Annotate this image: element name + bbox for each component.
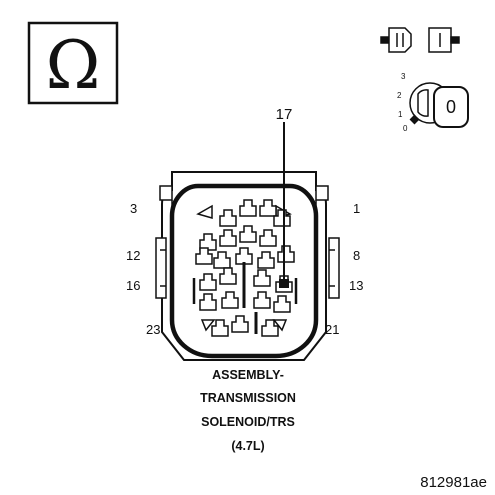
figure-id: 812981ae [420,474,487,491]
ignition-key-icon: 0 3 2 1 0 [397,72,469,133]
ignition-position-2: 2 [397,91,402,100]
ohm-icon: Ω [27,21,119,105]
pin-label-21: 21 [325,322,339,337]
terminal-row-2 [199,209,291,251]
pin-label-23: 23 [146,322,160,337]
pin-label-13: 13 [349,278,363,293]
ignition-position-1: 1 [398,110,403,119]
pin-17-cavity [279,279,289,288]
terminal-row-5 [199,291,291,313]
pin-label-8: 8 [353,248,360,263]
caption-line-4: (4.7L) [231,439,264,453]
terminal-row-3 [195,245,295,269]
pin-label-12: 12 [126,248,140,263]
ignition-key-label: 0 [446,97,456,117]
disconnected-connector-icon [380,27,460,53]
terminal-row-6 [211,315,279,337]
terminal-row-1 [219,199,277,227]
connector-face [155,171,340,361]
caption-line-2: TRANSMISSION [200,391,296,405]
pin-label-3: 3 [130,201,137,216]
ohm-glyph: Ω [46,27,101,104]
ignition-position-0: 0 [403,124,408,133]
pin-17-callout: 17 [276,106,293,280]
connector-caption: ASSEMBLY- TRANSMISSION SOLENOID/TRS (4.7… [200,368,296,453]
pin-label-1: 1 [353,201,360,216]
pin-label-16: 16 [126,278,140,293]
callout-pin-17: 17 [276,106,293,123]
ignition-position-3: 3 [401,72,406,81]
caption-line-1: ASSEMBLY- [212,368,284,382]
caption-line-3: SOLENOID/TRS [201,415,295,429]
